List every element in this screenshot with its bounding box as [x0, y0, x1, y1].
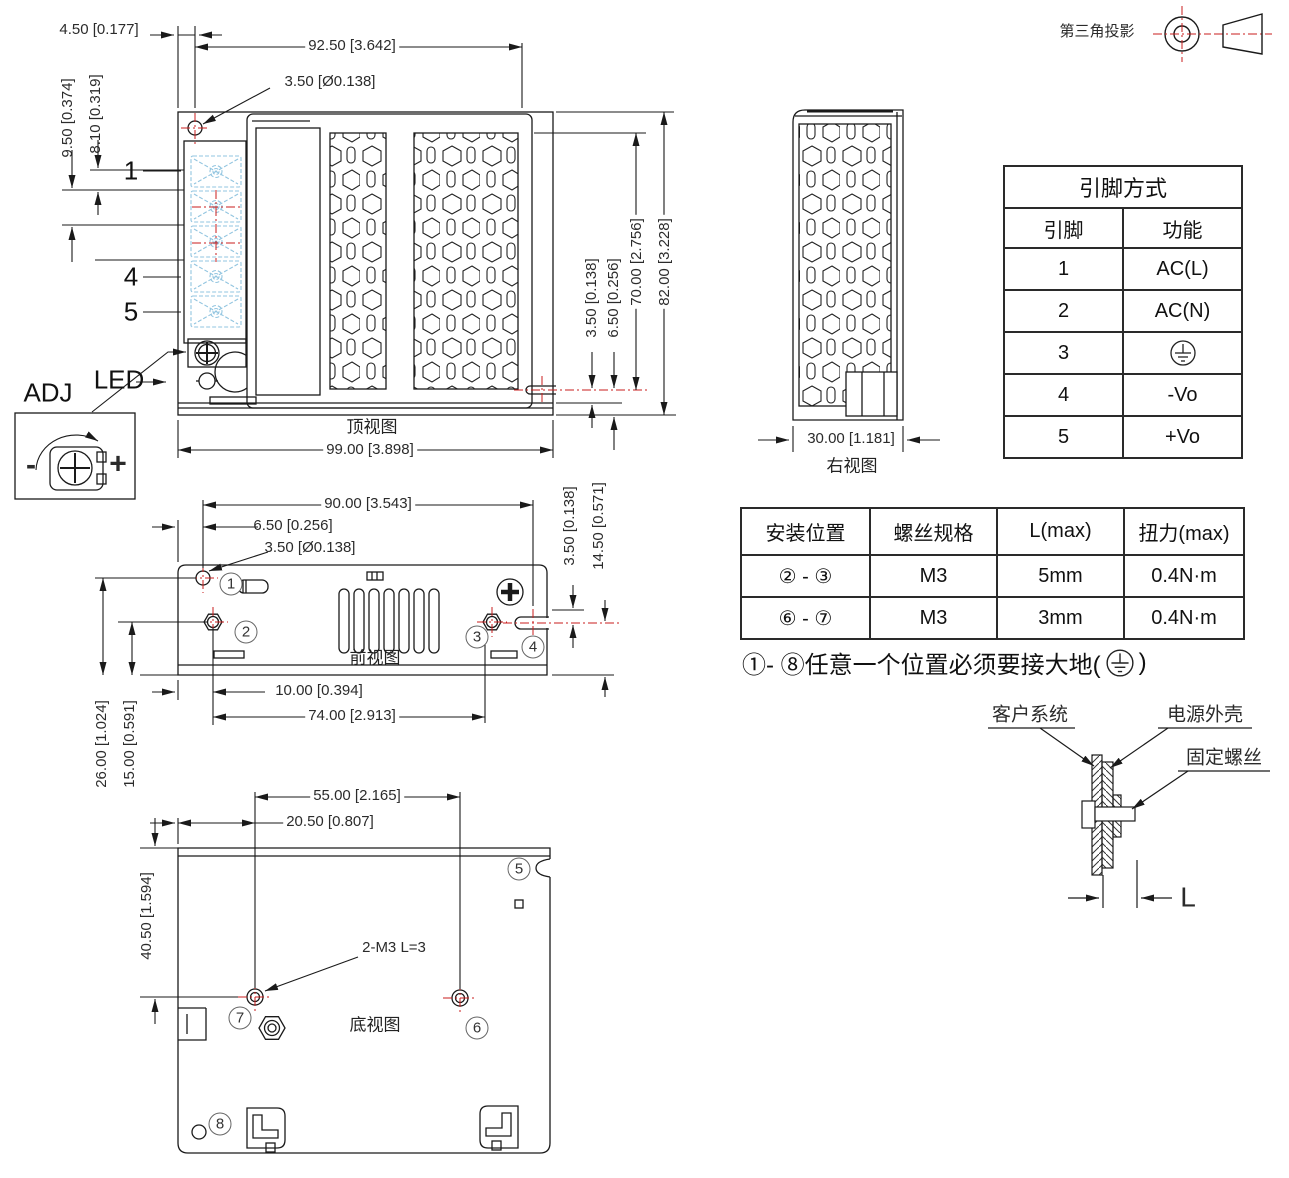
front-view-title: 前视图 [349, 648, 401, 668]
pin-function-table: 引脚方式 引脚 功能 1 AC(L) 2 AC(N) 3 4 -Vo [1003, 165, 1243, 459]
mount-col-position: 安装位置 [740, 507, 871, 556]
dim-front-slot-bottom: 14.50 [0.571] [589, 482, 607, 570]
pin-table-title: 引脚方式 [1003, 165, 1243, 209]
mount-position: ⑥ - ⑦ [740, 596, 871, 640]
table-row: 3 [1003, 331, 1243, 375]
earth-ground-icon [1169, 340, 1196, 366]
mount-screw: M3 [869, 596, 998, 640]
dim-top-pitch-a: 9.50 [0.374] [58, 78, 76, 158]
dim-bottom-height: 40.50 [1.594] [137, 872, 155, 960]
dim-front-h2: 15.00 [0.591] [120, 700, 138, 788]
bottom-view [177, 847, 552, 1154]
mount-torque: 0.4N·m [1123, 554, 1245, 598]
earth-ground-icon [1106, 648, 1134, 677]
dim-bottom-off: 20.50 [0.807] [283, 813, 377, 831]
ground-note-text: ①- ⑧任意一个位置必须要接大地( [742, 652, 1101, 679]
dim-top-height-inner: 70.00 [2.756] [628, 215, 646, 309]
pin-callout-4: 4 [123, 261, 139, 292]
mount-col-screw: 螺丝规格 [869, 507, 998, 556]
position-marker-8: 8 [208, 1112, 232, 1136]
table-row: ⑥ - ⑦ M3 3mm 0.4N·m [740, 596, 1245, 640]
top-view-centerlines [181, 113, 648, 404]
dim-bottom-span: 55.00 [2.165] [310, 787, 404, 805]
table-row: 1 AC(L) [1003, 247, 1243, 291]
table-row: 2 AC(N) [1003, 289, 1243, 333]
screw-detail-customer-label: 客户系统 [991, 704, 1069, 726]
pin-callout-1: 1 [123, 155, 139, 186]
pin-table-col-pin: 引脚 [1003, 207, 1124, 249]
mount-col-lmax: L(max) [996, 507, 1125, 556]
right-view [792, 109, 904, 421]
table-row: ② - ③ M3 5mm 0.4N·m [740, 554, 1245, 598]
ground-note-close: ) [1138, 648, 1147, 676]
dim-top-span: 92.50 [3.642] [305, 37, 399, 55]
ground-requirement-note: ①- ⑧任意一个位置必须要接大地( ) [742, 645, 1147, 680]
position-marker-3: 3 [465, 625, 489, 649]
dim-top-slot: 3.50 [0.138] [583, 255, 601, 341]
dim-top-height: 82.00 [3.228] [656, 215, 674, 309]
right-view-title: 右视图 [826, 456, 878, 476]
pin-function: AC(L) [1122, 247, 1243, 291]
dim-front-hole-off: 6.50 [0.256] [253, 516, 333, 534]
pin-number: 5 [1003, 415, 1124, 459]
position-marker-6: 6 [465, 1016, 489, 1040]
position-marker-2: 2 [234, 620, 258, 644]
top-view [177, 111, 556, 416]
third-angle-projection-symbol [1153, 6, 1272, 62]
dim-bottom-thread: 2-M3 L=3 [362, 938, 426, 956]
pin-number: 2 [1003, 289, 1124, 333]
dim-front-span: 90.00 [3.543] [321, 495, 415, 513]
dim-front-edge-off: 10.00 [0.394] [275, 681, 363, 699]
screw-mount-detail [988, 727, 1270, 908]
adj-label: ADJ [23, 377, 73, 408]
bottom-view-dimensions [140, 792, 461, 1024]
adj-minus-sign: - [26, 448, 36, 482]
adj-plus-sign: + [109, 447, 127, 481]
pin-number: 1 [1003, 247, 1124, 291]
dim-right-depth: 30.00 [1.181] [804, 430, 898, 448]
dim-front-hole-span: 74.00 [2.913] [305, 707, 399, 725]
mount-torque: 0.4N·m [1123, 596, 1245, 640]
right-view-dimensions [758, 426, 940, 452]
dim-top-slot-edge: 6.50 [0.256] [605, 255, 623, 341]
led-label: LED [93, 364, 145, 395]
pin-function: +Vo [1122, 415, 1243, 459]
mount-col-torque: 扭力(max) [1123, 507, 1245, 556]
pin-table-col-func: 功能 [1122, 207, 1243, 249]
pin-callout-5: 5 [123, 296, 139, 327]
position-marker-4: 4 [521, 635, 545, 659]
mount-lmax: 3mm [996, 596, 1125, 640]
pin-function: AC(N) [1122, 289, 1243, 333]
position-marker-7: 7 [228, 1006, 252, 1030]
dim-front-h1: 26.00 [1.024] [92, 700, 110, 788]
mount-screw: M3 [869, 554, 998, 598]
dim-top-pitch-b: 8.10 [0.319] [86, 74, 104, 154]
mount-position: ② - ③ [740, 554, 871, 598]
pin-function [1122, 331, 1243, 375]
dim-top-offset: 4.50 [0.177] [59, 20, 139, 38]
mounting-spec-table: 安装位置 螺丝规格 L(max) 扭力(max) ② - ③ M3 5mm 0.… [740, 507, 1245, 640]
bottom-view-centerlines [238, 980, 477, 1015]
dim-top-width: 99.00 [3.898] [323, 441, 417, 459]
dim-front-hole: 3.50 [Ø0.138] [264, 538, 356, 556]
top-view-title: 顶视图 [346, 417, 398, 437]
dim-top-hole: 3.50 [Ø0.138] [284, 72, 376, 90]
screw-detail-screw-label: 固定螺丝 [1185, 747, 1263, 769]
screw-detail-case-label: 电源外壳 [1166, 704, 1244, 726]
mount-lmax: 5mm [996, 554, 1125, 598]
screw-detail-length-dim: L [1180, 881, 1196, 913]
position-marker-5: 5 [507, 857, 531, 881]
bottom-view-title: 底视图 [349, 1015, 401, 1035]
pin-function: -Vo [1122, 373, 1243, 417]
pin-number: 4 [1003, 373, 1124, 417]
dim-front-slot: 3.50 [0.138] [560, 486, 578, 566]
projection-title: 第三角投影 [1056, 23, 1138, 41]
table-row: 5 +Vo [1003, 415, 1243, 459]
pin-number: 3 [1003, 331, 1124, 375]
position-marker-1: 1 [219, 572, 243, 596]
adj-potentiometer-inset [14, 412, 136, 500]
table-row: 4 -Vo [1003, 373, 1243, 417]
